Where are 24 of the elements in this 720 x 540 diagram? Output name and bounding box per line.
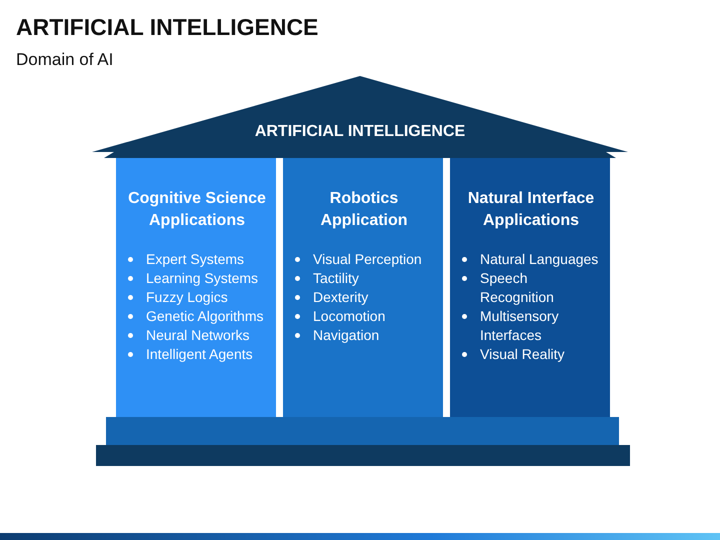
bullet-item: Visual Reality — [480, 345, 565, 364]
roof-label: ARTIFICIAL INTELLIGENCE — [254, 123, 466, 141]
pillar-heading: Natural Interface Applications — [466, 189, 596, 231]
bullet-item: Fuzzy Logics — [146, 288, 228, 307]
title: ARTIFICIAL INTELLIGENCE — [16, 14, 318, 41]
pillar-heading: Robotics Application — [319, 189, 409, 231]
bullet-item: Expert Systems — [146, 250, 244, 269]
bullet-item: Natural Languages — [480, 250, 598, 269]
bullet-item: Neural Networks — [146, 326, 250, 345]
bullet-item: Tactility — [313, 269, 359, 288]
subtitle: Domain of AI — [16, 50, 114, 70]
bullet-item: Locomotion — [313, 307, 386, 326]
bullet-item: Learning Systems — [146, 269, 258, 288]
bullet-item: Intelligent Agents — [146, 345, 253, 364]
pillar-heading: Cognitive Science Applications — [127, 189, 267, 231]
bullet-item: Visual Perception — [313, 250, 422, 269]
pillar-panel — [116, 158, 276, 417]
pillar-panel — [283, 158, 443, 417]
bullet-item: Genetic Algorithms — [146, 307, 264, 326]
bullet-item: Dexterity — [313, 288, 368, 307]
bullet-item: Multisensory Interfaces — [480, 307, 560, 345]
bullet-item: Navigation — [313, 326, 380, 345]
pillar-panel — [450, 158, 610, 417]
bullet-item: Speech Recognition — [480, 269, 555, 307]
